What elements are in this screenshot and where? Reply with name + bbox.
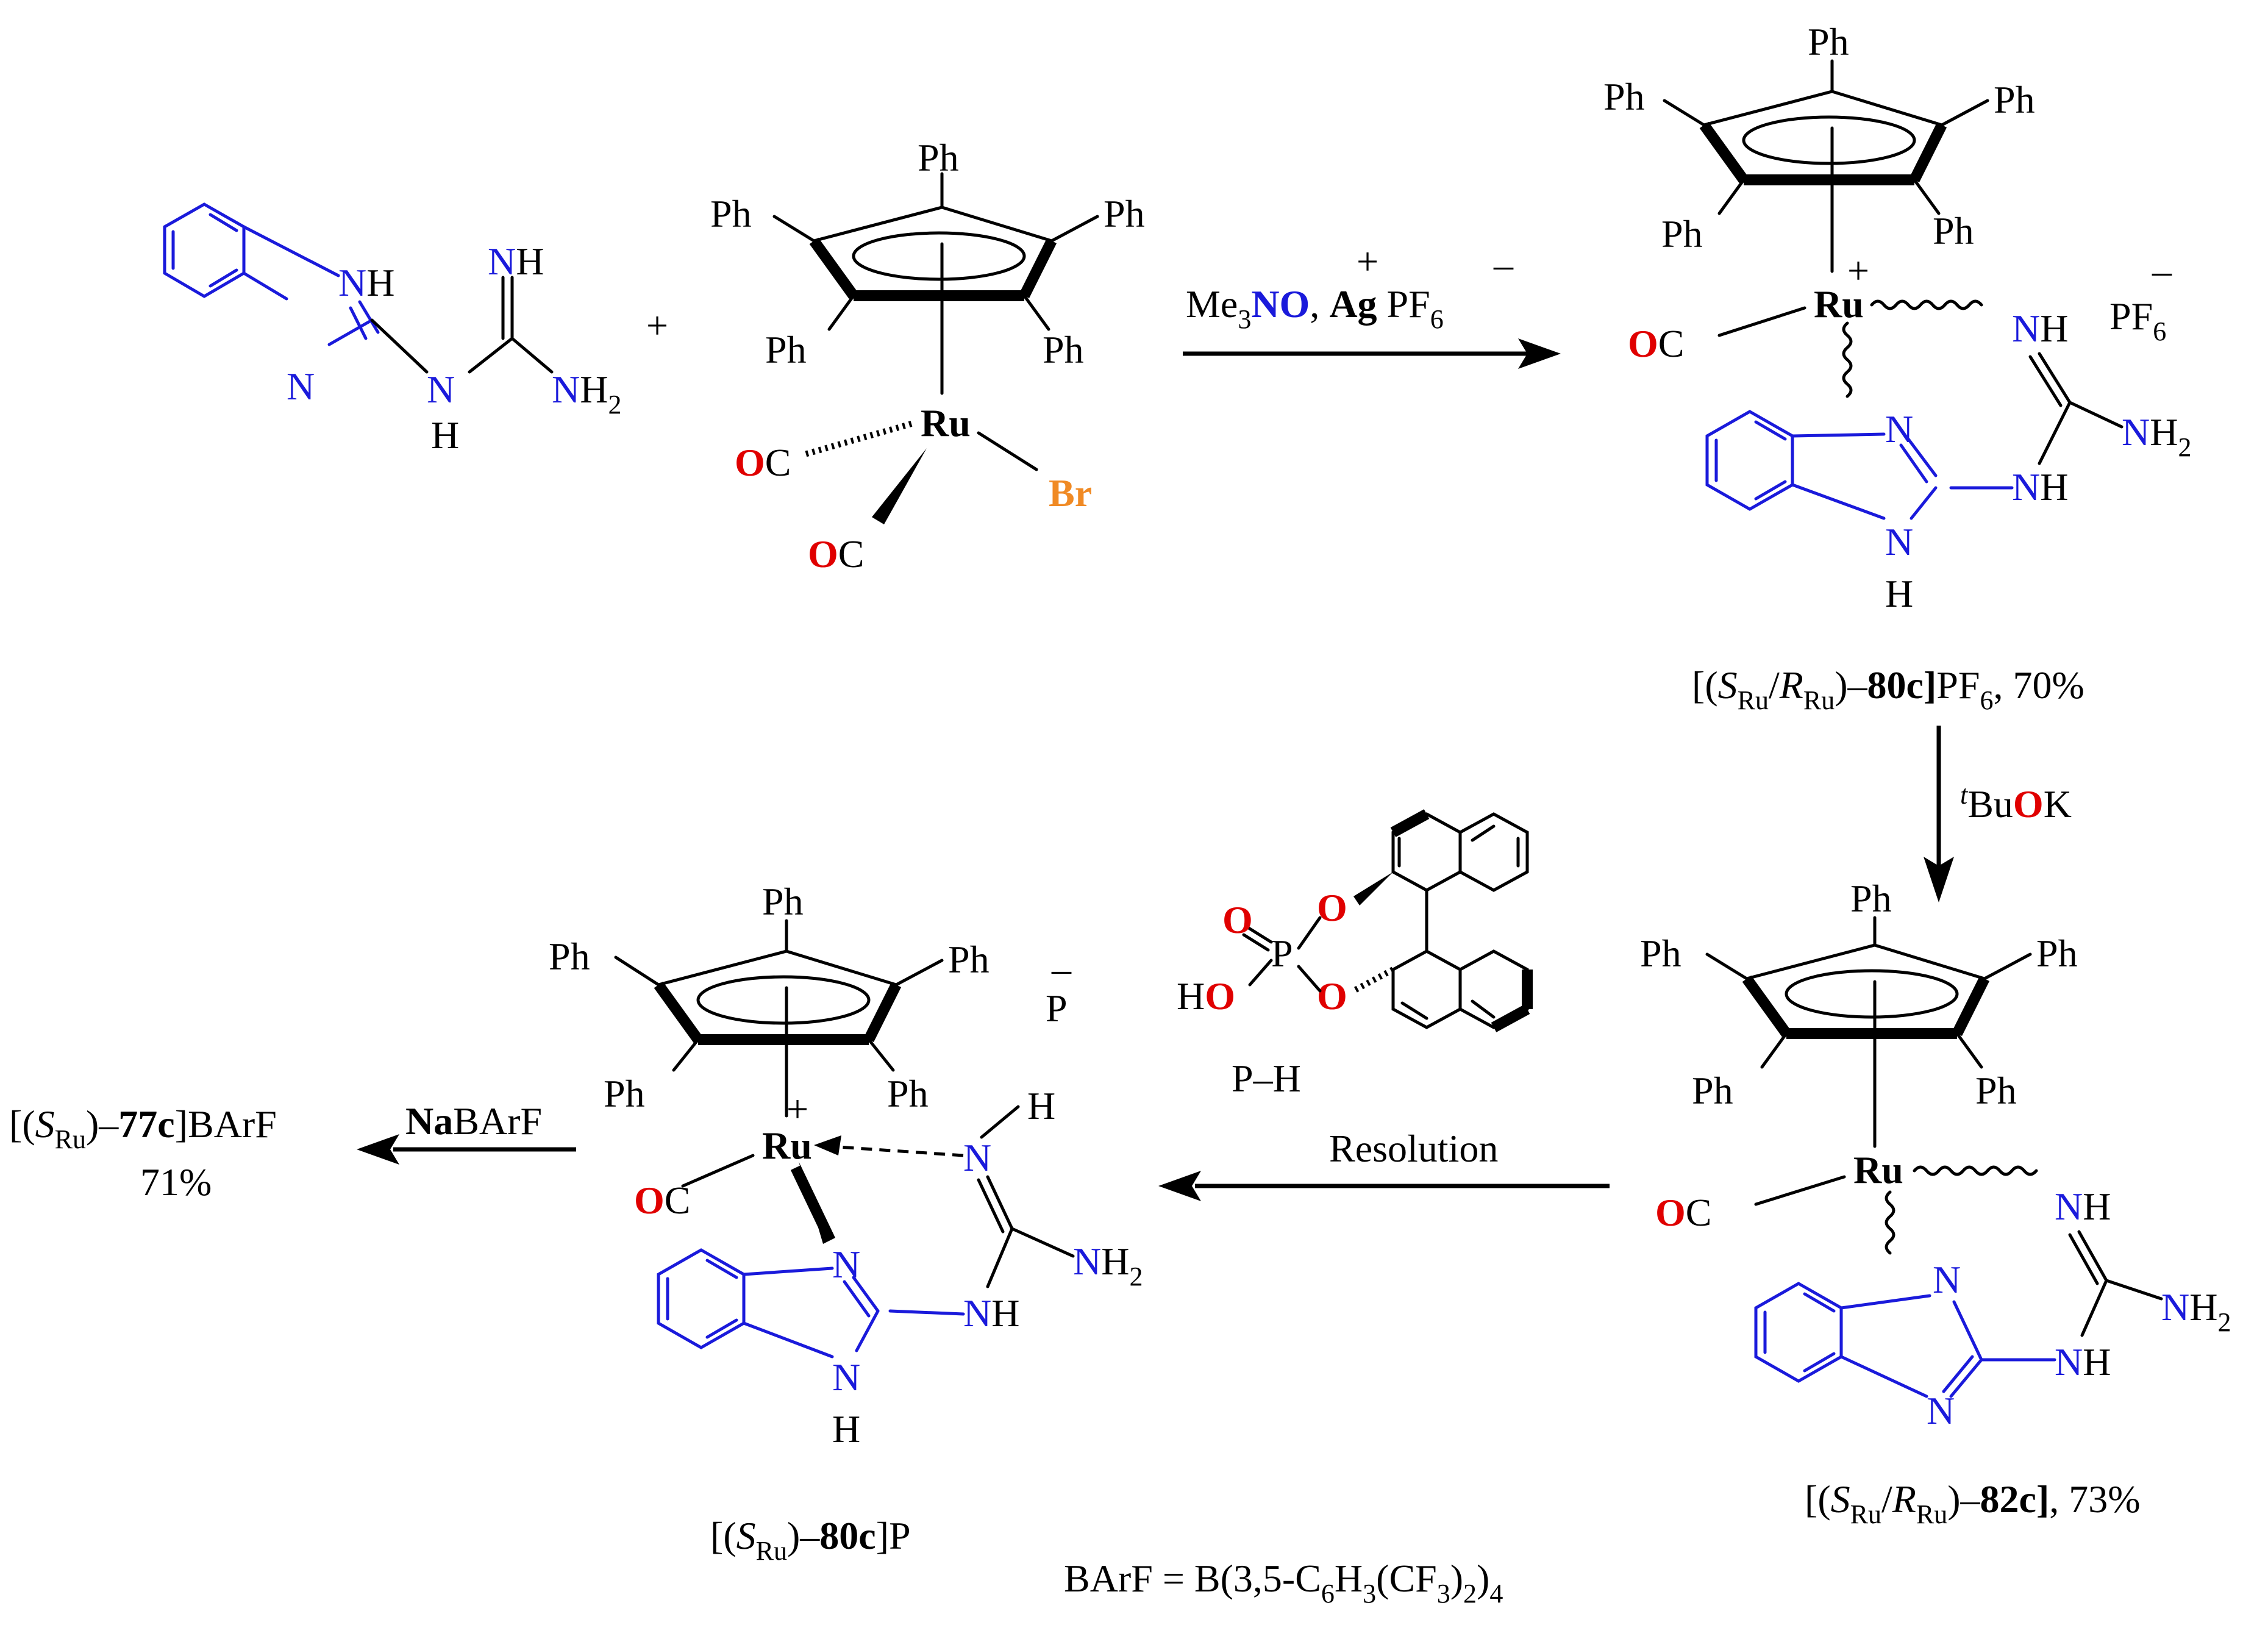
h-ring-label: H xyxy=(1885,572,1913,615)
ph-right: Ph xyxy=(1994,78,2035,121)
ph-left: Ph xyxy=(1640,932,1681,975)
imine-n-label: N xyxy=(963,1136,991,1179)
nh-ring-label: NH xyxy=(338,261,394,304)
compound-80c-p-label: [(SRu)–80c]P xyxy=(710,1514,911,1566)
p-atom: P xyxy=(1271,932,1293,975)
barf-definition: BArF = B(3,5-C6H3(CF3)2)4 xyxy=(1064,1557,1503,1609)
pf6-anion: PF6 xyxy=(2109,295,2166,346)
binol-phosphoric-acid: O O P O HO xyxy=(1177,809,1533,1032)
ph-top: Ph xyxy=(918,136,959,179)
imine-label: NH xyxy=(2012,307,2068,350)
br-ligand: Br xyxy=(1049,471,1092,515)
ru-center: Ru xyxy=(1853,1148,1903,1191)
ph-top: Ph xyxy=(1850,877,1892,920)
amine-label: NH2 xyxy=(2161,1285,2231,1337)
ph-left: Ph xyxy=(710,192,752,235)
imine-h-label: H xyxy=(1027,1084,1055,1127)
ph-lower-right: Ph xyxy=(1043,328,1084,371)
ph-left: Ph xyxy=(1603,75,1645,118)
n-coord-label: N xyxy=(1933,1258,1961,1301)
ph-lower-left: Ph xyxy=(765,328,807,371)
nh-bridge-label: NH xyxy=(2055,1340,2111,1384)
arrow-step-1: Me3NO, Ag PF6 + – xyxy=(1183,240,1561,369)
nh-ring-label: N xyxy=(832,1355,860,1399)
pf6-minus: – xyxy=(2152,249,2172,292)
co-ligand-1: OC xyxy=(735,441,791,484)
reagent-step-4: NaBArF xyxy=(405,1099,542,1143)
n-coord-label: N xyxy=(1885,407,1913,451)
co-ligand: OC xyxy=(1655,1191,1711,1234)
p-h-label: P–H xyxy=(1232,1057,1301,1100)
ph-right: Ph xyxy=(1104,192,1145,235)
plus-sign: + xyxy=(646,304,668,347)
arrow-step-2: tBuOK xyxy=(1924,726,2072,902)
ph-lower-right: Ph xyxy=(1933,209,1974,252)
product-82c: Ph Ph Ph Ph Ph Ru OC NH NH2 NH N N [(SRu… xyxy=(1640,877,2231,1529)
ph-top: Ph xyxy=(1808,20,1849,63)
nh-ring-label: N xyxy=(1885,520,1913,563)
p-anion-minus: – xyxy=(1051,947,1072,990)
ph-lower-left: Ph xyxy=(1692,1069,1733,1112)
resolution-label: Resolution xyxy=(1329,1127,1498,1170)
reagent-step-2: tBuOK xyxy=(1960,780,2072,826)
pf6-minus-charge: – xyxy=(1493,243,1514,286)
reagent-step-1: Me3NO, Ag PF6 xyxy=(1186,282,1444,334)
imine-label: NH xyxy=(488,240,544,283)
amine-label: NH2 xyxy=(2122,410,2191,462)
compound-77c-label: [(SRu)–77c]BArF xyxy=(9,1102,277,1154)
imine-label: NH xyxy=(2055,1185,2111,1228)
n-ring-label: N xyxy=(1927,1389,1955,1432)
product-80c-pf6: Ph Ph Ph Ph Ph Ru + OC NH PF6 – NH2 NH N… xyxy=(1603,20,2191,715)
h-ring-label: H xyxy=(832,1407,860,1451)
ph-right: Ph xyxy=(2036,932,2078,975)
amine-label: NH2 xyxy=(1073,1240,1143,1291)
o-ester-2: O xyxy=(1317,974,1347,1018)
ru-center: Ru xyxy=(762,1124,812,1167)
n-ring-label: N xyxy=(287,365,315,408)
h-bridge-label: H xyxy=(431,413,459,457)
ru-center: Ru xyxy=(921,401,971,445)
nh-bridge-label: NH xyxy=(2012,465,2068,509)
amine-label: NH2 xyxy=(552,368,621,420)
co-ligand-2: OC xyxy=(808,532,864,576)
ag-plus-charge: + xyxy=(1357,240,1378,283)
ph-lower-right: Ph xyxy=(887,1072,929,1115)
compound-80c-pf6-label: [(SRu/RRu)–80c]PF6, 70% xyxy=(1692,663,2084,715)
nh-bridge-label: NH xyxy=(963,1291,1019,1335)
arrow-step-4: NaBArF xyxy=(357,1099,576,1165)
ph-lower-left: Ph xyxy=(1661,212,1703,255)
reactant-guanidine: NH N N H NH NH2 xyxy=(163,202,621,457)
compound-82c-label: [(SRu/RRu)–82c], 73% xyxy=(1805,1477,2141,1529)
ph-lower-left: Ph xyxy=(604,1072,645,1115)
product-80c-p: Ph Ph Ph Ph Ph P – Ru + OC N H NH2 NH N xyxy=(549,880,1143,1566)
ru-plus-charge: + xyxy=(786,1087,808,1130)
nh-bridge-label: N xyxy=(427,368,455,411)
ph-right: Ph xyxy=(948,938,990,981)
ph-lower-right: Ph xyxy=(1975,1069,2017,1112)
ru-plus-charge: + xyxy=(1847,249,1869,292)
n-coord-label: N xyxy=(832,1243,860,1286)
o-ester-1: O xyxy=(1317,886,1347,929)
co-ligand: OC xyxy=(1628,322,1684,365)
ho-group: HO xyxy=(1177,974,1235,1018)
ph-top: Ph xyxy=(762,880,804,923)
reactant-ru-complex: Ph Ph Ph Ph Ph Ru OC OC Br xyxy=(710,136,1145,576)
arrow-step-3: Resolution P–H O O P O xyxy=(1158,809,1610,1201)
p-anion: P xyxy=(1046,987,1068,1030)
co-ligand: OC xyxy=(634,1179,690,1222)
o-oxo: O xyxy=(1222,898,1253,941)
compound-77c-yield: 71% xyxy=(140,1160,212,1204)
ph-left: Ph xyxy=(549,935,590,978)
ru-center: Ru xyxy=(1814,282,1864,326)
